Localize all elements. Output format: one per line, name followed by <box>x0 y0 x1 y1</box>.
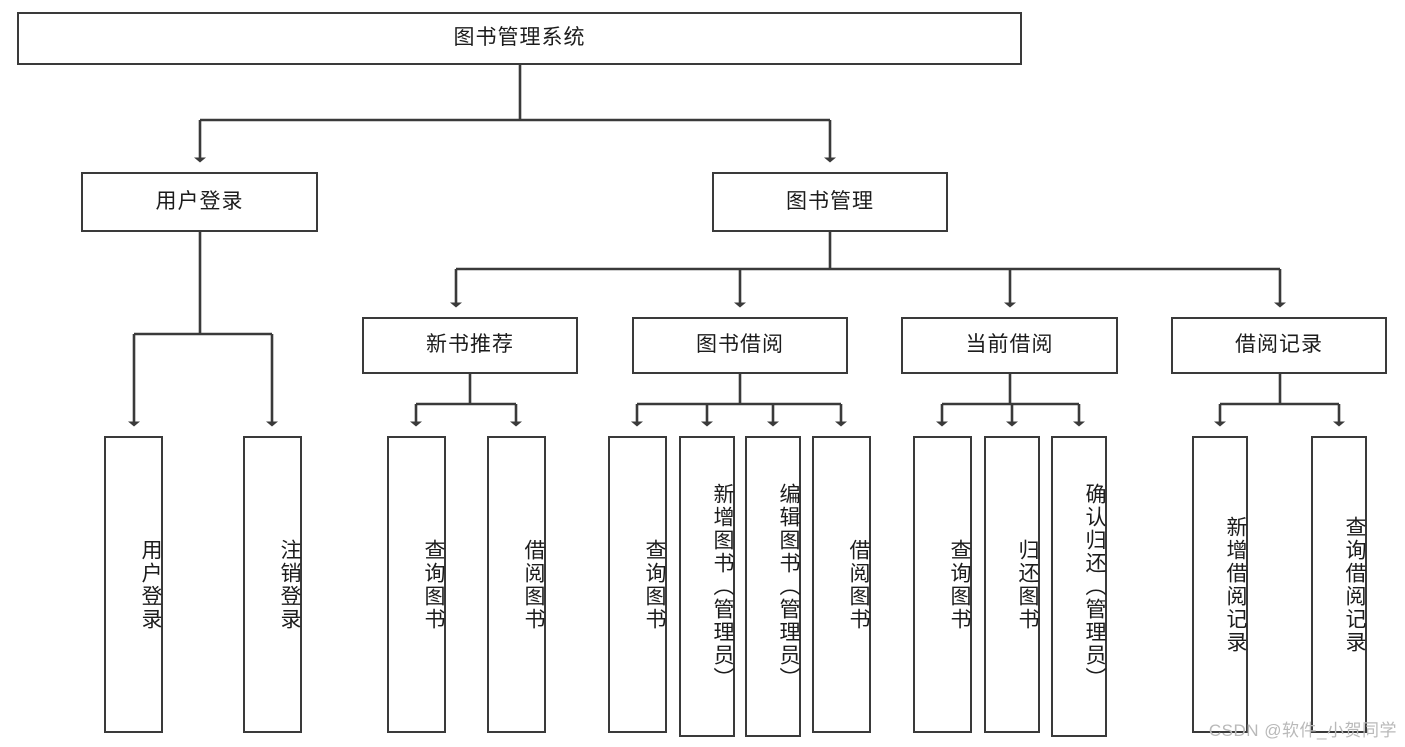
node-leaf-confirm-return-admin[interactable]: 确认归还（管理员） <box>1051 436 1107 737</box>
node-leaf-borrow-book-1-label: 借阅图书 <box>522 538 545 631</box>
node-leaf-query-book-2[interactable]: 查询图书 <box>608 436 667 733</box>
node-leaf-user-login[interactable]: 用户登录 <box>104 436 163 733</box>
node-borrow-record-label: 借阅记录 <box>1235 333 1323 357</box>
node-leaf-query-book-1-label: 查询图书 <box>422 538 445 631</box>
node-new-book-recommend-label: 新书推荐 <box>426 333 514 357</box>
node-leaf-query-book-2-label: 查询图书 <box>643 538 666 631</box>
node-borrow-record[interactable]: 借阅记录 <box>1171 317 1387 374</box>
node-current-borrow[interactable]: 当前借阅 <box>901 317 1118 374</box>
node-root[interactable]: 图书管理系统 <box>17 12 1022 65</box>
node-leaf-return-book[interactable]: 归还图书 <box>984 436 1040 733</box>
node-user-login-label: 用户登录 <box>155 189 244 213</box>
node-leaf-logout-label: 注销登录 <box>278 538 301 631</box>
node-new-book-recommend[interactable]: 新书推荐 <box>362 317 578 374</box>
node-leaf-add-borrow-record[interactable]: 新增借阅记录 <box>1192 436 1248 733</box>
node-root-label: 图书管理系统 <box>453 26 586 50</box>
node-leaf-query-book-1[interactable]: 查询图书 <box>387 436 446 733</box>
watermark-text: CSDN @软件_小贺同学 <box>1208 721 1397 740</box>
node-current-borrow-label: 当前借阅 <box>965 333 1054 357</box>
node-book-manage[interactable]: 图书管理 <box>712 172 948 232</box>
node-leaf-query-book-3[interactable]: 查询图书 <box>913 436 972 733</box>
node-leaf-query-borrow-record-label: 查询借阅记录 <box>1343 515 1366 654</box>
node-leaf-user-login-label: 用户登录 <box>139 538 162 631</box>
node-user-login[interactable]: 用户登录 <box>81 172 318 232</box>
node-leaf-add-borrow-record-label: 新增借阅记录 <box>1224 515 1247 654</box>
node-book-borrow-label: 图书借阅 <box>696 333 784 357</box>
node-leaf-edit-book-admin[interactable]: 编辑图书（管理员） <box>745 436 801 737</box>
node-leaf-add-book-admin-label: 新增图书（管理员） <box>711 483 734 690</box>
node-leaf-query-book-3-label: 查询图书 <box>948 538 971 631</box>
node-leaf-borrow-book-2-label: 借阅图书 <box>847 538 870 631</box>
node-leaf-add-book-admin[interactable]: 新增图书（管理员） <box>679 436 735 737</box>
node-book-borrow[interactable]: 图书借阅 <box>632 317 848 374</box>
node-leaf-logout[interactable]: 注销登录 <box>243 436 302 733</box>
node-leaf-confirm-return-admin-label: 确认归还（管理员） <box>1083 483 1106 690</box>
node-leaf-query-borrow-record[interactable]: 查询借阅记录 <box>1311 436 1367 733</box>
node-leaf-return-book-label: 归还图书 <box>1016 538 1039 631</box>
node-leaf-borrow-book-2[interactable]: 借阅图书 <box>812 436 871 733</box>
node-leaf-borrow-book-1[interactable]: 借阅图书 <box>487 436 546 733</box>
node-book-manage-label: 图书管理 <box>786 189 874 213</box>
node-leaf-edit-book-admin-label: 编辑图书（管理员） <box>777 483 800 690</box>
